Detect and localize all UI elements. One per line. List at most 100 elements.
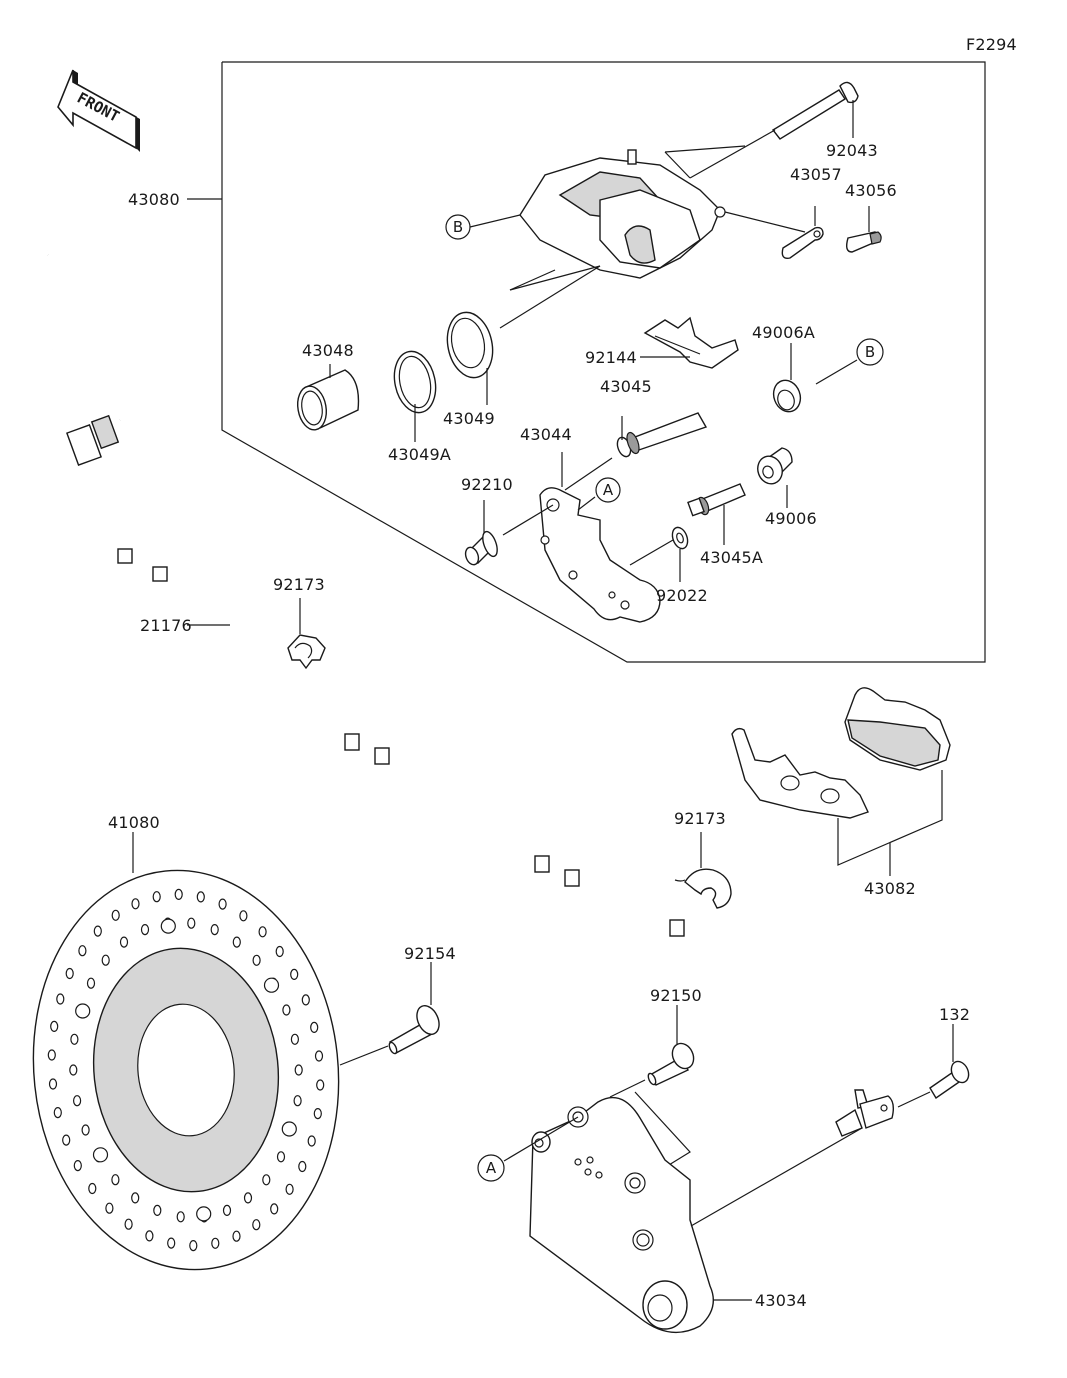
disc-drill-hole bbox=[105, 1202, 114, 1214]
disc-drill-hole bbox=[258, 926, 267, 938]
disc-drill-hole bbox=[187, 917, 196, 929]
disc-drill-hole bbox=[153, 1204, 162, 1217]
part-43049A-seal bbox=[393, 350, 437, 414]
ref-marker-a-holder: A bbox=[477, 1154, 505, 1182]
label-92173-lower: 92173 bbox=[674, 809, 726, 828]
part-43048-piston bbox=[296, 369, 360, 431]
disc-drill-hole bbox=[81, 1124, 90, 1136]
label-43045: 43045 bbox=[600, 377, 652, 396]
label-43080: 43080 bbox=[128, 190, 180, 209]
disc-drill-hole bbox=[56, 993, 65, 1005]
part-43082-brake-pads bbox=[731, 687, 951, 819]
label-132: 132 bbox=[939, 1005, 970, 1024]
disc-mount-hole bbox=[196, 1206, 212, 1222]
disc-drill-hole bbox=[316, 1079, 325, 1091]
disc-drill-hole bbox=[70, 1033, 79, 1045]
part-49006A-bushing bbox=[772, 379, 802, 413]
disc-drill-hole bbox=[101, 954, 110, 966]
part-43057-bleeder-cap bbox=[781, 226, 824, 259]
disc-drill-hole bbox=[167, 1237, 176, 1249]
disc-mount-hole bbox=[160, 918, 176, 934]
disc-drill-hole bbox=[47, 1049, 56, 1061]
ref-marker-b-bushing: B bbox=[856, 338, 884, 366]
figure-code: F2294 bbox=[966, 35, 1017, 54]
ref-marker-a-bracket: A bbox=[595, 477, 621, 503]
disc-drill-hole bbox=[131, 1192, 140, 1204]
disc-drill-hole bbox=[93, 925, 102, 937]
label-92022: 92022 bbox=[656, 586, 708, 605]
disc-mount-hole bbox=[281, 1121, 297, 1137]
disc-drill-hole bbox=[252, 954, 261, 966]
disc-drill-hole bbox=[298, 1160, 307, 1173]
disc-drill-hole bbox=[282, 1004, 291, 1016]
label-43034: 43034 bbox=[755, 1291, 807, 1310]
disc-drill-hole bbox=[307, 1135, 316, 1147]
label-41080: 41080 bbox=[108, 813, 160, 832]
disc-drill-hole bbox=[78, 945, 87, 957]
disc-drill-hole bbox=[86, 977, 96, 989]
label-49006: 49006 bbox=[765, 509, 817, 528]
disc-drill-hole bbox=[53, 1106, 62, 1119]
caliper-assembly-frame bbox=[221, 61, 986, 663]
disc-drill-hole bbox=[62, 1134, 71, 1146]
disc-drill-hole bbox=[313, 1107, 322, 1120]
disc-drill-hole bbox=[314, 1050, 324, 1062]
disc-drill-hole bbox=[48, 1078, 58, 1090]
disc-drill-hole bbox=[210, 923, 219, 936]
disc-drill-hole bbox=[152, 891, 161, 903]
label-43045A: 43045A bbox=[700, 548, 763, 567]
disc-drill-hole bbox=[290, 968, 299, 981]
disc-drill-hole bbox=[262, 1174, 271, 1186]
disc-drill-hole bbox=[270, 1203, 279, 1215]
part-92144-pad-spring bbox=[643, 316, 739, 369]
disc-drill-hole bbox=[131, 898, 140, 910]
disc-drill-hole bbox=[145, 1230, 154, 1242]
disc-drill-hole bbox=[65, 967, 74, 980]
disc-drill-hole bbox=[232, 936, 241, 948]
part-132-bolt bbox=[929, 1060, 970, 1100]
label-43057: 43057 bbox=[790, 165, 842, 184]
disc-drill-hole bbox=[310, 1021, 319, 1034]
disc-drill-hole bbox=[124, 1218, 133, 1230]
svg-text:B: B bbox=[865, 343, 875, 361]
label-92173-upper: 92173 bbox=[273, 575, 325, 594]
disc-drill-hole bbox=[189, 1239, 198, 1252]
disc-drill-hole bbox=[72, 1095, 82, 1107]
disc-drill-hole bbox=[222, 1204, 232, 1217]
part-92210-sleeve bbox=[464, 530, 498, 566]
label-92043: 92043 bbox=[826, 141, 878, 160]
front-arrow-icon: FRONT bbox=[57, 69, 140, 152]
part-92173-clamp-upper bbox=[287, 634, 326, 670]
part-43045-slide-pin bbox=[616, 412, 708, 458]
disc-drill-hole bbox=[232, 1230, 241, 1242]
label-49006A: 49006A bbox=[752, 323, 815, 342]
label-92144: 92144 bbox=[585, 348, 637, 367]
label-43048: 43048 bbox=[302, 341, 354, 360]
label-43044: 43044 bbox=[520, 425, 572, 444]
disc-drill-hole bbox=[69, 1064, 78, 1076]
label-92150: 92150 bbox=[650, 986, 702, 1005]
disc-drill-hole bbox=[174, 888, 183, 901]
disc-drill-hole bbox=[88, 1182, 97, 1195]
disc-drill-hole bbox=[276, 1151, 286, 1163]
label-21176: 21176 bbox=[140, 616, 192, 635]
disc-drill-hole bbox=[239, 910, 248, 922]
disc-drill-hole bbox=[176, 1211, 185, 1223]
label-43049: 43049 bbox=[443, 409, 495, 428]
part-92022-washer bbox=[671, 526, 689, 550]
label-43082: 43082 bbox=[864, 879, 916, 898]
disc-drill-hole bbox=[285, 1183, 294, 1195]
disc-mount-hole bbox=[92, 1147, 109, 1163]
disc-mount-hole bbox=[75, 1003, 91, 1019]
part-92154-disc-bolt bbox=[388, 1005, 440, 1055]
part-caliper-body bbox=[519, 149, 726, 279]
disc-drill-hole bbox=[252, 1219, 261, 1231]
disc-drill-hole bbox=[111, 1174, 120, 1186]
part-49006-bushing bbox=[757, 447, 793, 485]
part-43034-caliper-holder bbox=[529, 1096, 714, 1334]
part-92173-clamp-lower bbox=[674, 868, 732, 909]
part-21176-abs-harness bbox=[45, 249, 895, 1137]
disc-drill-hole bbox=[290, 1033, 299, 1045]
ref-marker-b-caliper: B bbox=[445, 214, 471, 240]
